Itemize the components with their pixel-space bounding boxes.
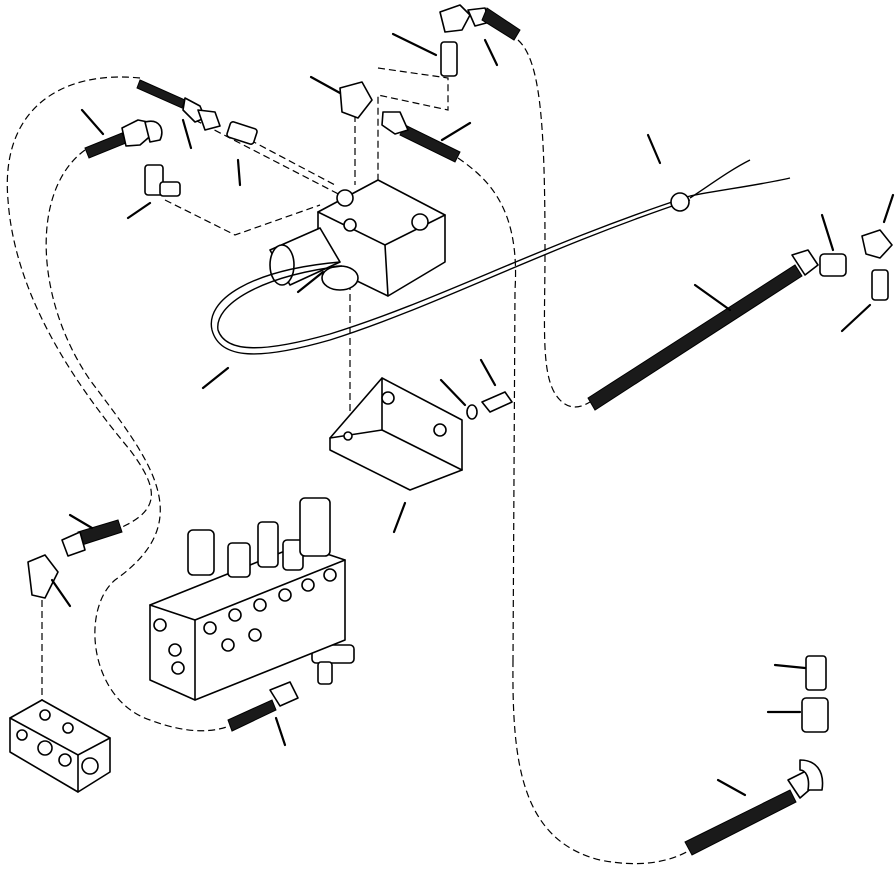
leader-hose-top-center <box>440 121 472 142</box>
hose-top-center <box>381 111 461 163</box>
multi-section-valve <box>149 497 346 701</box>
hose-right <box>587 249 819 411</box>
callout-leaders <box>50 32 895 797</box>
hose-lower-left <box>61 519 123 557</box>
leader-bracket <box>392 501 407 534</box>
leader-elbow-center <box>309 75 342 95</box>
adapter-bottom-right-1 <box>805 655 827 691</box>
hose-top <box>439 4 521 41</box>
leader-adapter-bottom-right-1 <box>773 663 807 670</box>
hose-bottom <box>227 681 299 732</box>
leader-harness <box>201 366 230 390</box>
leader-solenoid <box>296 270 325 294</box>
leader-hose-bottom-right <box>716 778 747 797</box>
leader-hose-lower-left <box>68 513 94 530</box>
adapter-upper-left <box>226 121 258 145</box>
leader-elbow-lower-left <box>50 578 72 608</box>
leader-elbow-right <box>882 193 895 224</box>
leader-bolt <box>479 358 497 387</box>
leader-adapter-right <box>820 213 835 252</box>
leader-elbow-top <box>483 38 499 67</box>
leader-adapter-top <box>391 32 438 57</box>
tee-fitting-left <box>144 164 181 197</box>
hose-left-short <box>84 119 163 159</box>
plug-right <box>871 269 889 301</box>
washer <box>466 404 478 420</box>
adapter-right <box>819 253 847 277</box>
adapter-top <box>440 41 458 77</box>
leader-tee-left <box>126 201 152 220</box>
leader-wire-clip <box>646 133 662 165</box>
leader-elbow-upper-left <box>181 118 193 150</box>
wire-harness <box>210 159 791 355</box>
elbow-right <box>861 229 893 259</box>
manifold-block <box>9 699 111 793</box>
hose-upper-left <box>136 79 221 131</box>
elbow-lower-left <box>27 554 59 599</box>
elbow-center <box>339 81 373 119</box>
hose-bottom-right <box>684 759 824 856</box>
leader-washer <box>439 378 467 407</box>
leader-adapter-upper-left <box>236 158 242 187</box>
leader-plug-right <box>840 303 872 333</box>
mounting-bracket <box>329 377 463 491</box>
leader-hose-upper-left <box>80 108 105 136</box>
bolt <box>481 391 513 413</box>
leader-hose-right <box>693 283 732 312</box>
leader-hose-bottom <box>274 716 287 747</box>
adapter-bottom-right-2 <box>801 697 829 733</box>
